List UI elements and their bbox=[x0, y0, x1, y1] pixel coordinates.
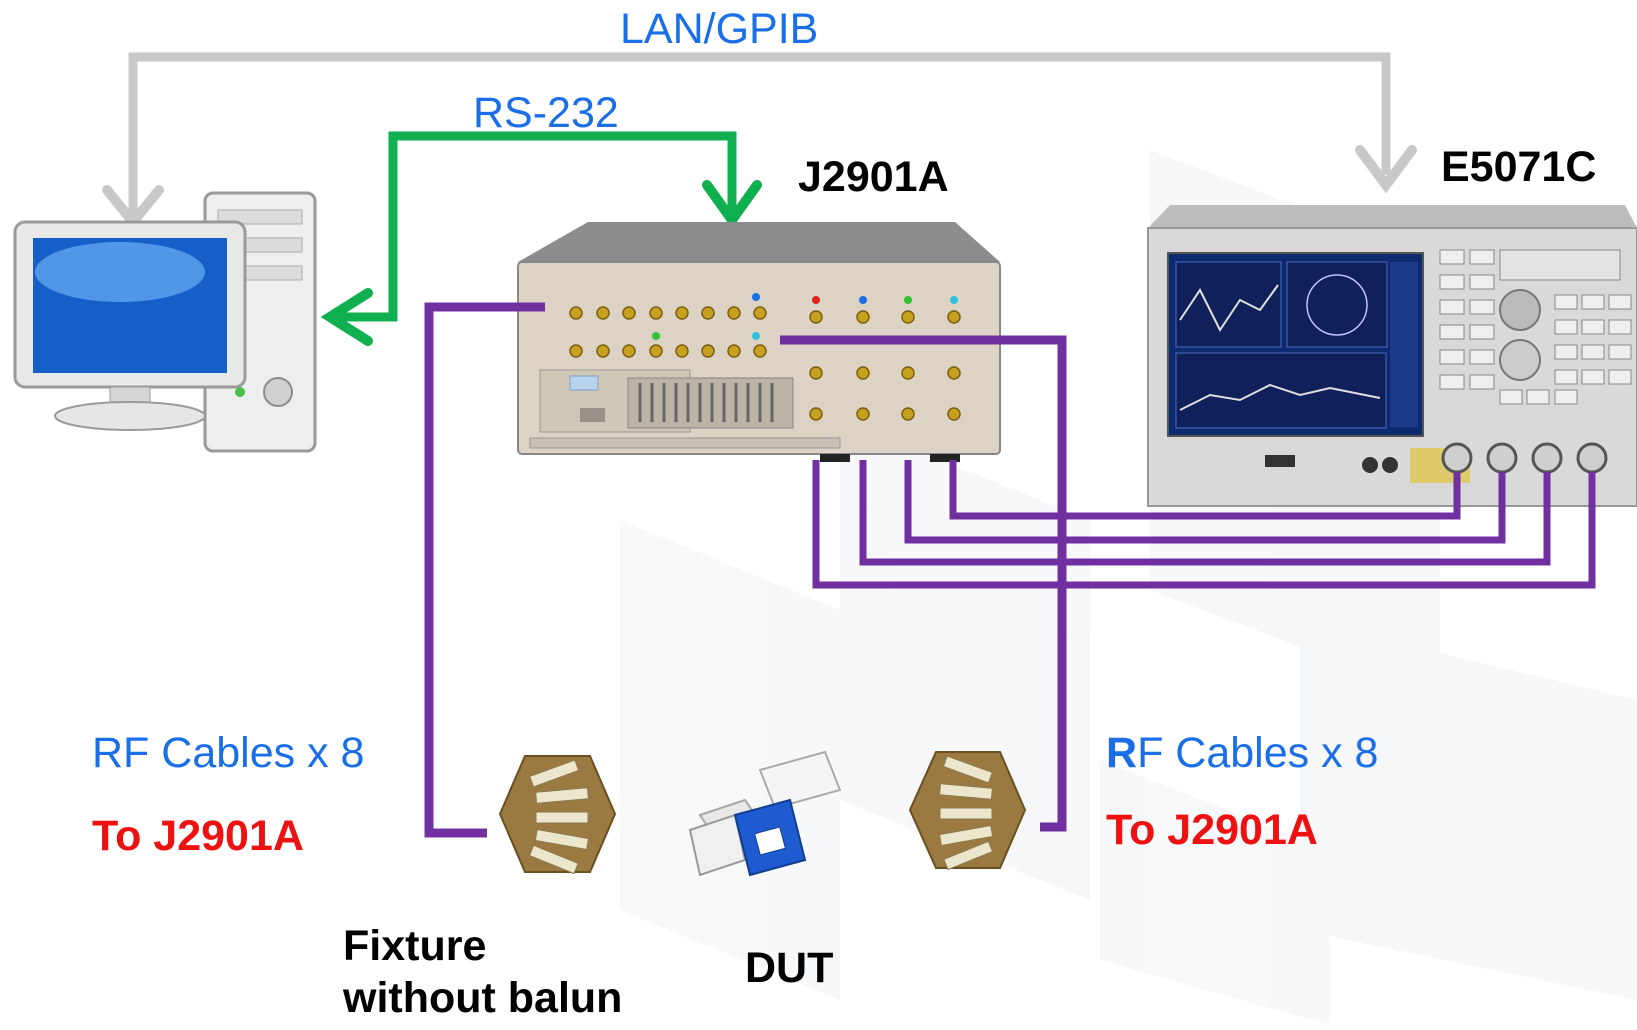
dut-jack-icon bbox=[688, 750, 842, 877]
e5071c-label: E5071C bbox=[1441, 143, 1597, 191]
rs232-label: RS-232 bbox=[473, 89, 619, 137]
lan-gpib-label: LAN/GPIB bbox=[620, 5, 819, 53]
rf-cable-right-fixture bbox=[780, 335, 1067, 832]
e5071c-network-analyzer bbox=[1147, 205, 1637, 507]
fixture-label-line2: without balun bbox=[343, 974, 623, 1022]
rf-cables-to-analyzer bbox=[812, 460, 1596, 589]
fixture-label-line1: Fixture bbox=[343, 922, 487, 970]
left-rf-cables-target-label: To J2901A bbox=[92, 812, 304, 860]
rs232-arrowhead-left bbox=[320, 288, 373, 346]
lan-gpib-cable bbox=[128, 52, 1391, 218]
dut-label: DUT bbox=[745, 944, 834, 992]
right-rf-cables-target-label: To J2901A bbox=[1106, 806, 1318, 854]
right-rf-cables-count-initial: R bbox=[1106, 729, 1138, 777]
computer-icon bbox=[13, 191, 317, 453]
rs232-arrowhead-down bbox=[702, 180, 762, 229]
left-rf-cables-count-label: RF Cables x 8 bbox=[92, 729, 365, 777]
j2901a-label: J2901A bbox=[798, 153, 949, 201]
rf-cable-left-fixture bbox=[424, 302, 545, 838]
right-rf-cables-count-label: RF Cables x 8 bbox=[1106, 732, 1378, 775]
left-fixture-icon bbox=[498, 755, 617, 875]
right-rf-cables-count-rest: F Cables x 8 bbox=[1137, 729, 1379, 777]
lan-gpib-arrowhead-right bbox=[1355, 145, 1417, 194]
right-fixture-icon bbox=[908, 751, 1027, 871]
j2901a-switch-unit bbox=[517, 222, 1001, 462]
rs232-cable bbox=[330, 131, 737, 322]
